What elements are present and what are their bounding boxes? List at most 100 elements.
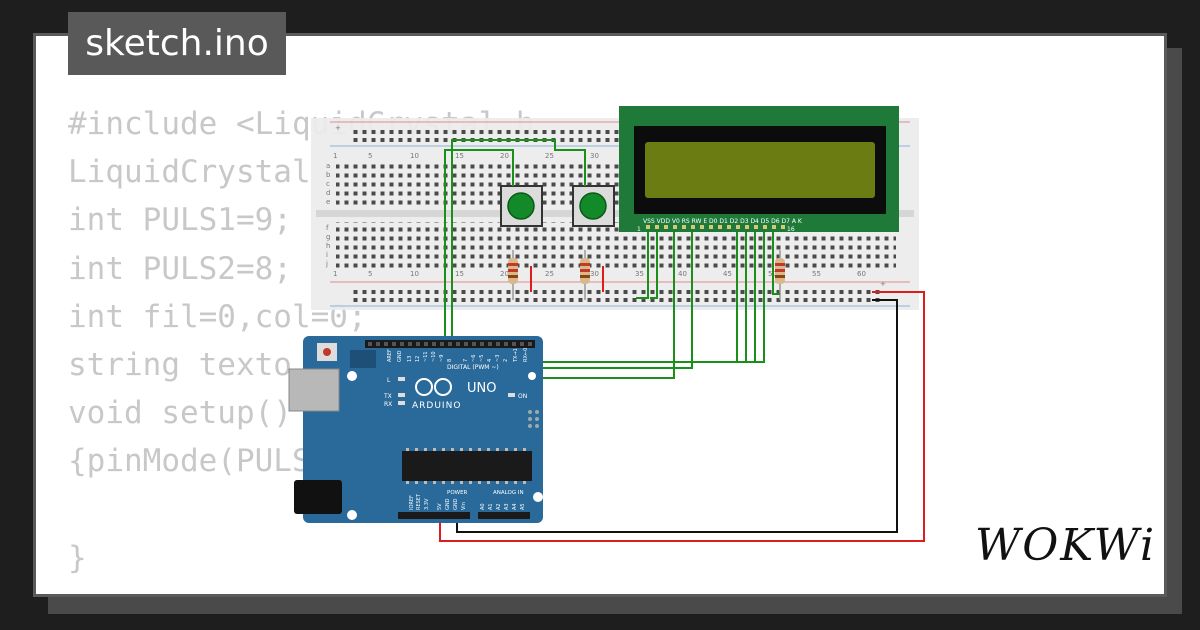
svg-text:55: 55	[812, 270, 821, 278]
svg-text:15: 15	[455, 270, 464, 278]
svg-text:8: 8	[447, 359, 453, 362]
svg-text:Vin: Vin	[461, 502, 467, 510]
ground-wire[interactable]	[456, 299, 898, 533]
svg-text:5: 5	[368, 152, 372, 160]
resistor-3[interactable]	[775, 250, 785, 300]
arduino-logo-icon	[415, 378, 452, 396]
svg-text:h: h	[326, 242, 330, 250]
svg-text:g: g	[326, 233, 330, 241]
svg-text:A3: A3	[504, 503, 510, 510]
svg-text:i: i	[326, 251, 328, 259]
svg-text:IOREF: IOREF	[409, 495, 415, 510]
svg-text:2: 2	[503, 359, 509, 362]
svg-text:~6: ~6	[471, 355, 477, 362]
led-tx-label: TX	[383, 393, 392, 400]
svg-text:A1: A1	[488, 503, 494, 510]
svg-text:b: b	[326, 171, 331, 179]
svg-text:A2: A2	[496, 503, 502, 510]
svg-text:10: 10	[410, 152, 419, 160]
svg-text:GND: GND	[445, 498, 451, 510]
svg-text:RESET: RESET	[416, 493, 422, 510]
svg-text:20: 20	[500, 270, 509, 278]
gnd-label: GND	[397, 350, 403, 362]
svg-text:40: 40	[678, 270, 687, 278]
resistor-1[interactable]	[508, 250, 518, 300]
led-tx	[398, 393, 405, 397]
column-numbers-top: 1 5 10 15 20 25 30	[333, 152, 599, 160]
svg-text:j: j	[325, 260, 328, 268]
svg-text:~11: ~11	[423, 351, 429, 362]
resistor-2[interactable]	[580, 250, 590, 300]
lcd-pin-last: 16	[787, 226, 795, 233]
sketch-title[interactable]: sketch.ino	[68, 12, 286, 75]
svg-text:1: 1	[333, 152, 337, 160]
svg-text:12: 12	[415, 356, 421, 362]
power-pin-labels: IOREF RESET 3.3V 5V GND GND Vin	[409, 493, 467, 510]
analog-label: ANALOG IN	[493, 490, 524, 496]
atmega-chip	[402, 451, 532, 481]
digital-pin-labels: 13 12 ~11 ~10 ~9 8 7 ~6 ~5 4 ~3 2 TX→1 R…	[407, 348, 529, 363]
aref-label: AREF	[387, 349, 393, 362]
svg-text:A0: A0	[480, 503, 486, 510]
column-numbers-bottom: 1 5 10 15 20 25 30 35 40 45 50 55 60	[333, 270, 866, 278]
svg-text:~5: ~5	[479, 355, 485, 362]
led-l	[398, 377, 405, 381]
svg-text:60: 60	[857, 270, 866, 278]
row-letters-top: a b c d e	[326, 162, 331, 206]
power-jack	[294, 480, 342, 514]
lcd-pin-first: 1	[637, 226, 641, 233]
svg-text:45: 45	[723, 270, 732, 278]
board-model: UNO	[467, 381, 496, 396]
svg-text:25: 25	[545, 270, 554, 278]
led-l-label: L	[387, 377, 391, 384]
power-label: POWER	[447, 490, 468, 496]
analog-header	[478, 512, 530, 519]
code-line: }	[68, 539, 87, 576]
svg-text:~3: ~3	[495, 355, 501, 362]
pushbutton-2[interactable]	[572, 185, 615, 227]
power-header	[398, 512, 470, 519]
board-brand: ARDUINO	[412, 401, 461, 411]
svg-text:a: a	[326, 162, 330, 170]
code-line: int PULS2=8;	[68, 250, 292, 287]
svg-text:13: 13	[407, 356, 413, 362]
svg-text:A5: A5	[520, 503, 526, 510]
led-on	[508, 393, 515, 397]
wokwi-logo: WOKWi	[975, 520, 1157, 571]
code-line: {pinMode(PULS	[68, 443, 311, 480]
svg-text:1: 1	[333, 270, 337, 278]
svg-text:10: 10	[410, 270, 419, 278]
svg-text:e: e	[326, 198, 330, 206]
svg-text:RX←0: RX←0	[523, 348, 529, 362]
svg-text:5V: 5V	[437, 503, 443, 510]
svg-text:f: f	[326, 224, 329, 232]
arduino-uno[interactable]: AREF GND 13 12 ~11 ~10 ~9 8 7 ~6 ~5 4 ~3…	[288, 336, 543, 523]
svg-text:30: 30	[590, 152, 599, 160]
digital-label: DIGITAL (PWM ~)	[447, 364, 499, 371]
svg-text:~10: ~10	[431, 351, 437, 362]
svg-text:c: c	[326, 180, 330, 188]
usb-port	[288, 368, 340, 412]
code-line: LiquidCrystal	[68, 154, 311, 191]
svg-text:30: 30	[590, 270, 599, 278]
svg-text:TX→1: TX→1	[513, 348, 519, 363]
pushbutton-1[interactable]	[500, 185, 543, 227]
svg-text:20: 20	[500, 152, 509, 160]
svg-text:d: d	[326, 189, 330, 197]
analog-pin-labels: A0 A1 A2 A3 A4 A5	[480, 503, 526, 510]
svg-text:A4: A4	[512, 503, 518, 510]
rail-plus-label: +	[335, 124, 341, 132]
svg-text:7: 7	[463, 359, 469, 362]
led-rx	[398, 401, 405, 405]
led-on-label: ON	[518, 393, 527, 400]
lcd-pin-labels: VSS VDD V0 RS RW E D0 D1 D2 D3 D4 D5 D6 …	[643, 218, 803, 225]
svg-text:4: 4	[487, 359, 493, 362]
svg-text:~9: ~9	[439, 355, 445, 362]
power-wire-5v[interactable]	[439, 291, 925, 542]
rail-plus-label-bottom: +	[880, 280, 886, 288]
svg-text:3.3V: 3.3V	[424, 498, 430, 510]
lcd-display[interactable]: VSS VDD V0 RS RW E D0 D1 D2 D3 D4 D5 D6 …	[619, 106, 899, 233]
code-line: int PULS1=9;	[68, 202, 292, 239]
